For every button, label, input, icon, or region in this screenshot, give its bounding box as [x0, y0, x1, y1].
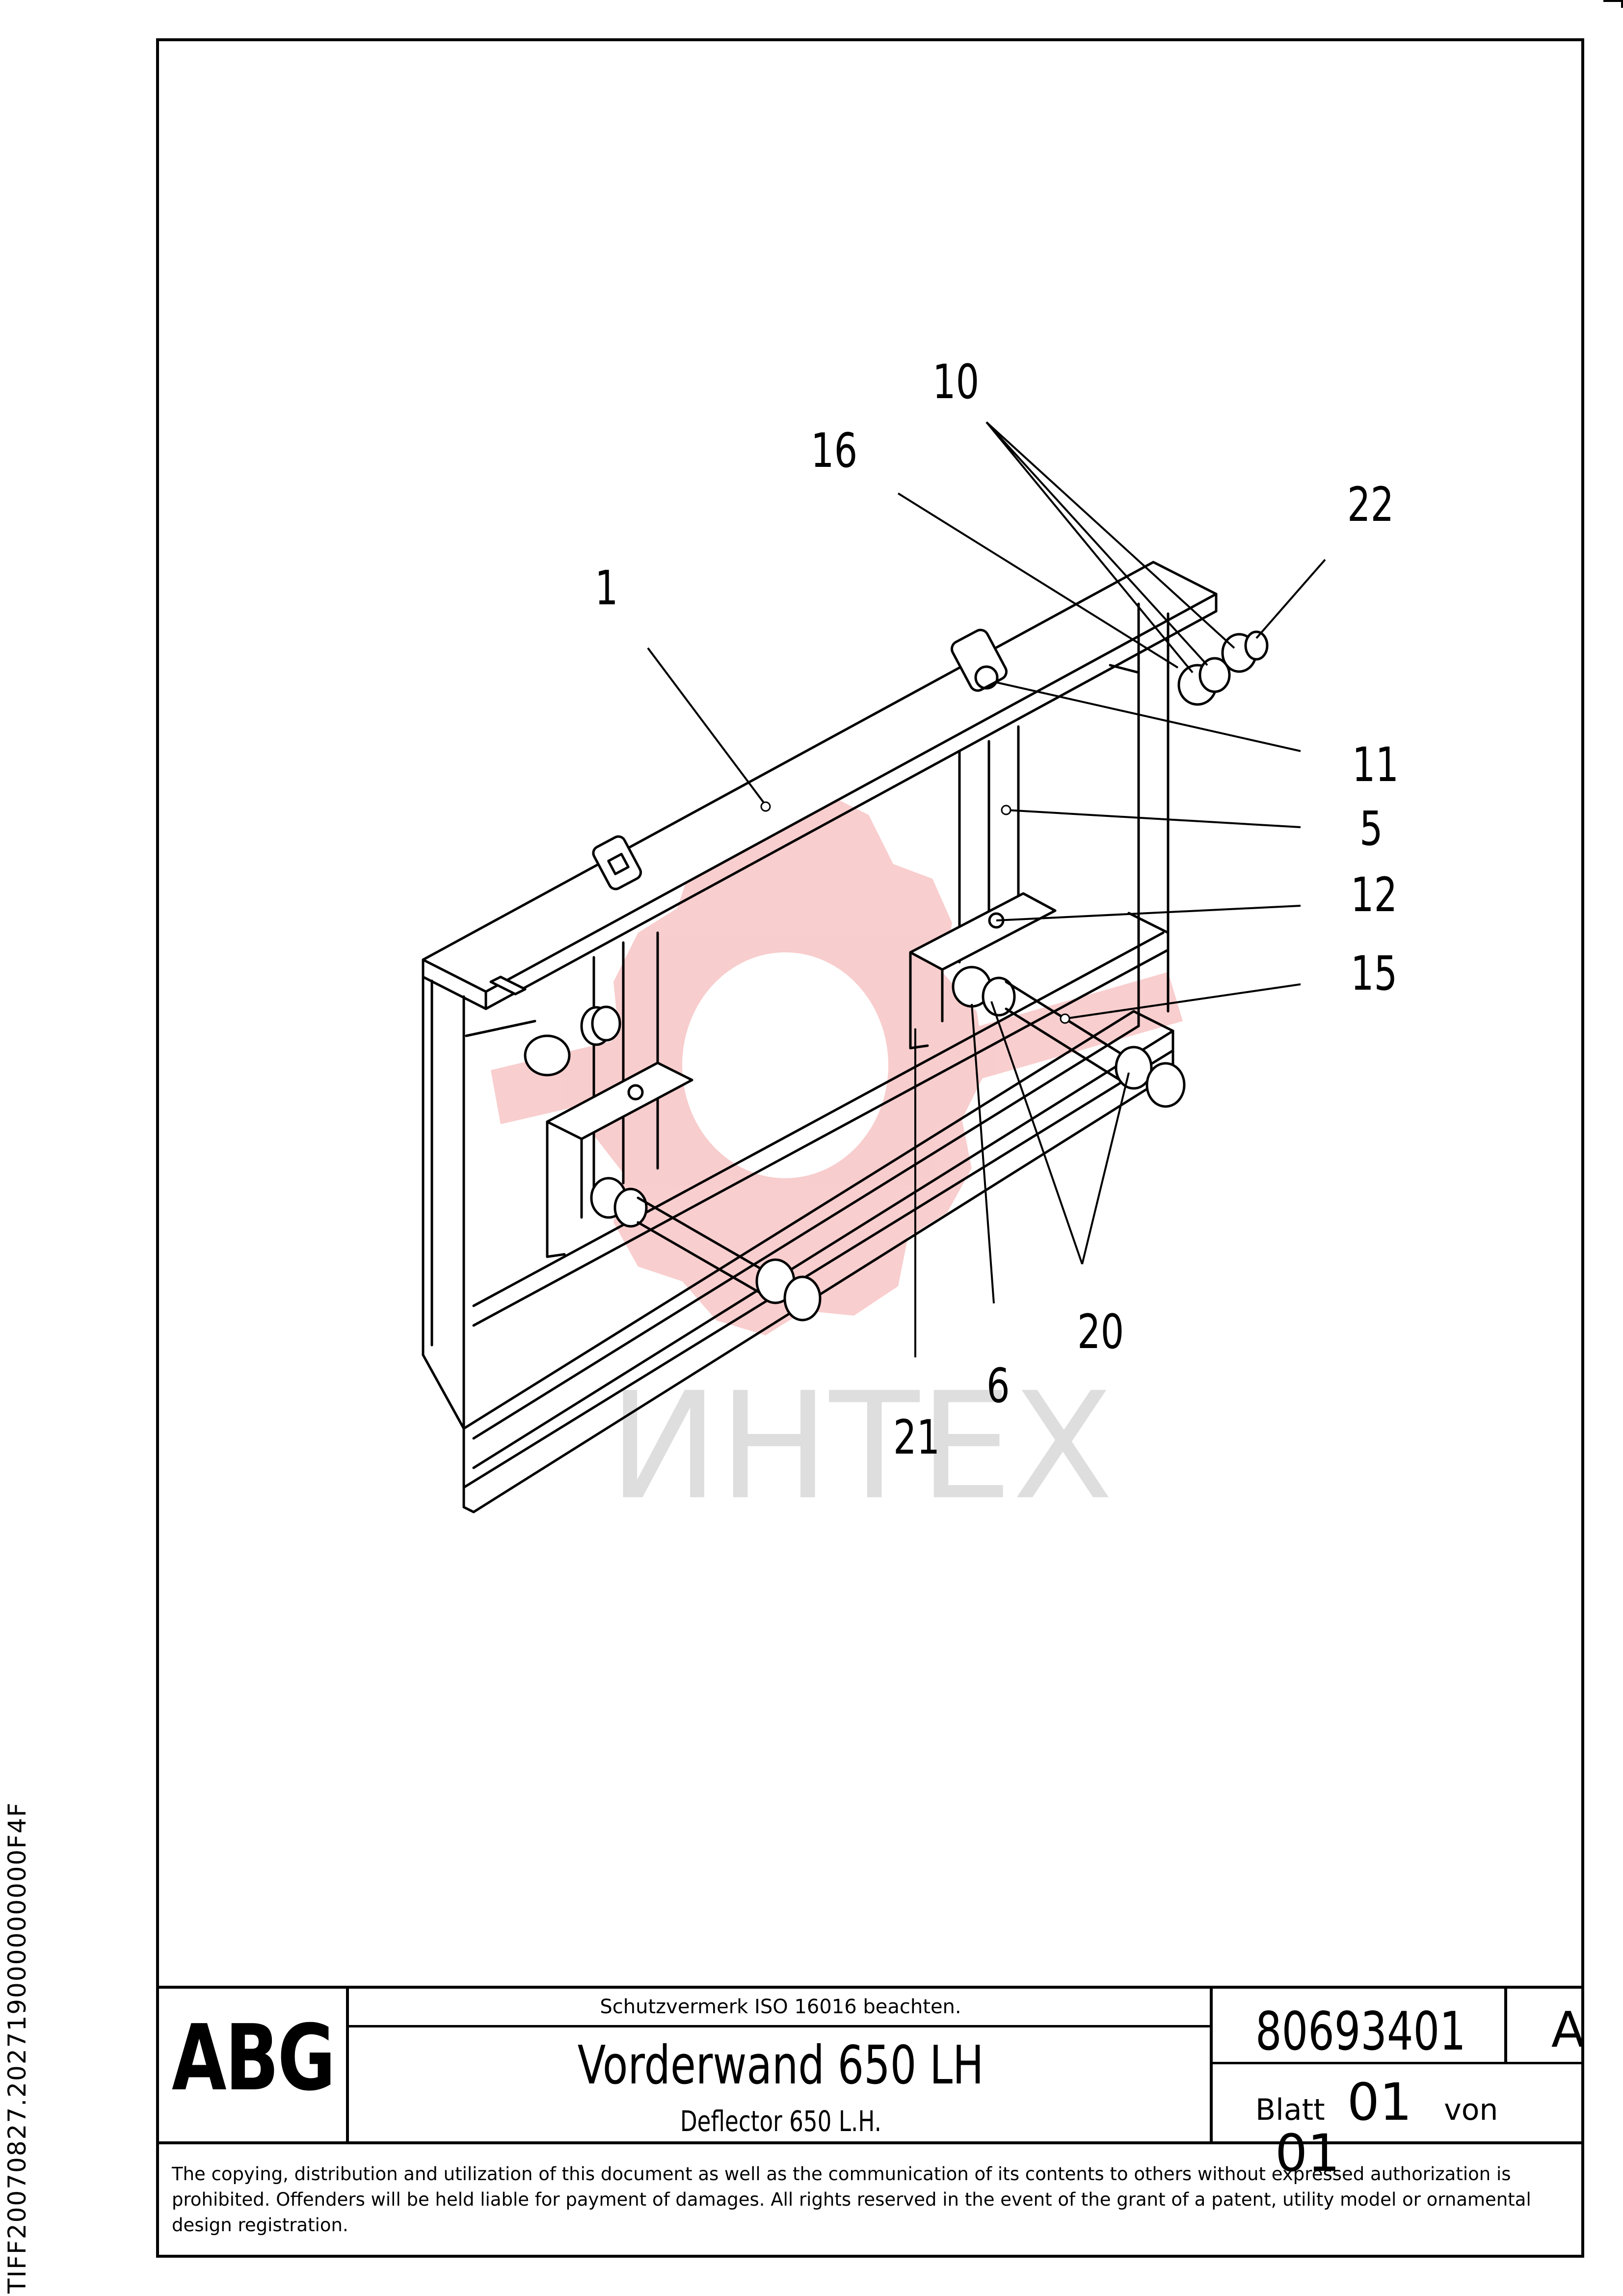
- left-strap: [592, 931, 659, 1199]
- callout-15: 15: [1351, 946, 1398, 1001]
- front-wall: [422, 602, 1174, 1513]
- title-german: Vorderwand 650 LH: [577, 2035, 984, 2096]
- document-number: 80693401: [1255, 2001, 1466, 2062]
- plate-slot-left: [592, 835, 642, 891]
- sheet-total: 01: [1275, 2123, 1340, 2183]
- copyright-notice: The copying, distribution and utilizatio…: [172, 2163, 1531, 2236]
- callout-22: 22: [1347, 477, 1394, 532]
- sheet-info: Blatt 01 von 01: [1255, 2077, 1584, 2179]
- callout-16: 16: [811, 423, 858, 478]
- callout-5: 5: [1359, 801, 1383, 856]
- of-label: von: [1444, 2093, 1498, 2127]
- protection-note: Schutzvermerk ISO 16016 beachten.: [600, 1996, 961, 2018]
- callout-10: 10: [932, 354, 980, 409]
- left-bracket: [546, 1061, 693, 1258]
- callout-20: 20: [1077, 1304, 1124, 1359]
- plate-slot-right: [950, 628, 1008, 692]
- callout-6: 6: [986, 1358, 1010, 1413]
- sheet-label: Blatt: [1255, 2093, 1325, 2127]
- right-bracket: [909, 892, 1057, 1050]
- leader-lines: [647, 421, 1326, 1357]
- upper-left-bolt: [465, 1005, 621, 1077]
- callout-21: 21: [893, 1410, 940, 1465]
- title-english: Deflector 650 L.H.: [680, 2105, 881, 2138]
- right-rod: [952, 966, 1186, 1108]
- callout-1: 1: [595, 561, 618, 616]
- callout-12: 12: [1351, 867, 1398, 922]
- corner-mark: [1603, 0, 1623, 8]
- drawing-frame: [156, 38, 1584, 2258]
- logo-abg: ABG: [172, 2005, 336, 2111]
- watermark-gear: [491, 795, 1183, 1335]
- leader-dots: [760, 801, 1070, 1024]
- watermark-text: ИНТЕХ: [609, 1361, 1113, 1532]
- upper-right-bolt: [1177, 630, 1269, 706]
- sheet-number: 01: [1347, 2072, 1412, 2132]
- revision: A: [1551, 2001, 1585, 2058]
- left-tab: [489, 975, 527, 996]
- side-file-id: TIFF20070827.202719000000000F4F: [3, 1802, 31, 2294]
- callout-11: 11: [1352, 737, 1399, 792]
- title-block: ABG Schutzvermerk ISO 16016 beachten. Vo…: [156, 1986, 1585, 2258]
- lower-left-rod: [590, 1177, 822, 1322]
